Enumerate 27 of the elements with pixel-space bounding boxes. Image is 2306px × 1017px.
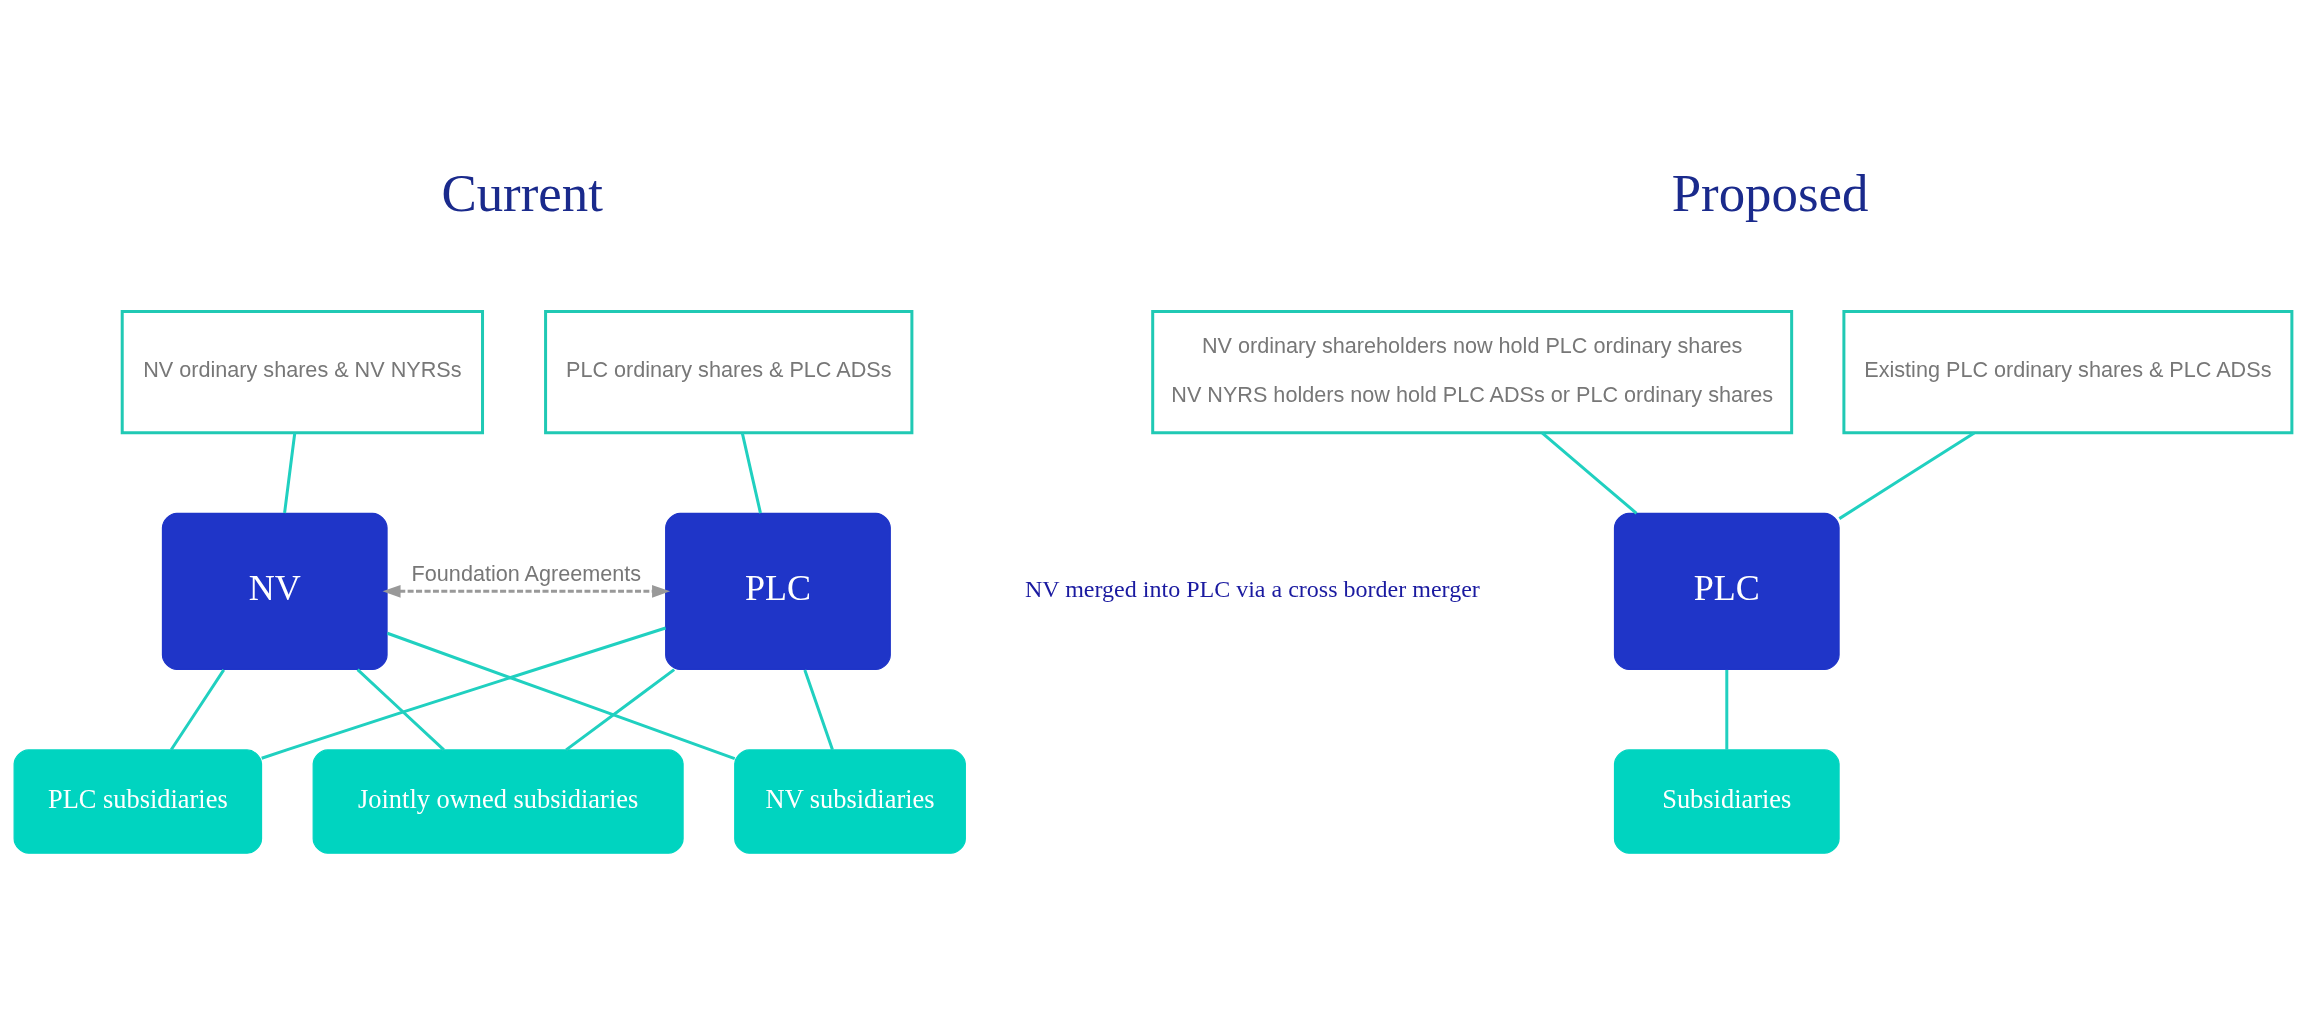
node-box: NV [161,512,388,671]
connector [1725,669,1729,750]
edge-label: Foundation Agreements [411,561,642,587]
connector [386,631,736,761]
label: Proposed [1671,163,1869,222]
node-box: Jointly owned subsidiaries [312,749,684,854]
connector [1541,431,1638,515]
connector [169,669,225,751]
connector [283,433,297,514]
connector [1838,431,1976,520]
node-box: Existing PLC ordinary shares & PLC ADSs [1842,310,2294,435]
node-box: PLC [665,512,891,671]
label: NV merged into PLC via a cross border merger [1024,576,1480,603]
node-box: NV ordinary shareholders now hold PLC ordinary shares NV NYRS holders now hold PLC ADSs or PLC ordinary shares [1151,310,1794,435]
connector [803,669,834,751]
connector [565,668,676,752]
node-box: NV subsidiaries [734,749,966,854]
connector [261,626,667,760]
label: Current [441,163,603,222]
node-box: PLC subsidiaries [13,749,263,854]
arrow [382,585,671,598]
connector [740,432,762,514]
node-box: PLC ordinary shares & PLC ADSs [544,310,914,435]
node-box: NV ordinary shares & NV NYRSs [120,310,484,435]
node-box: PLC [1613,512,1840,671]
node-box: Subsidiaries [1613,749,1840,854]
connector [356,668,445,751]
